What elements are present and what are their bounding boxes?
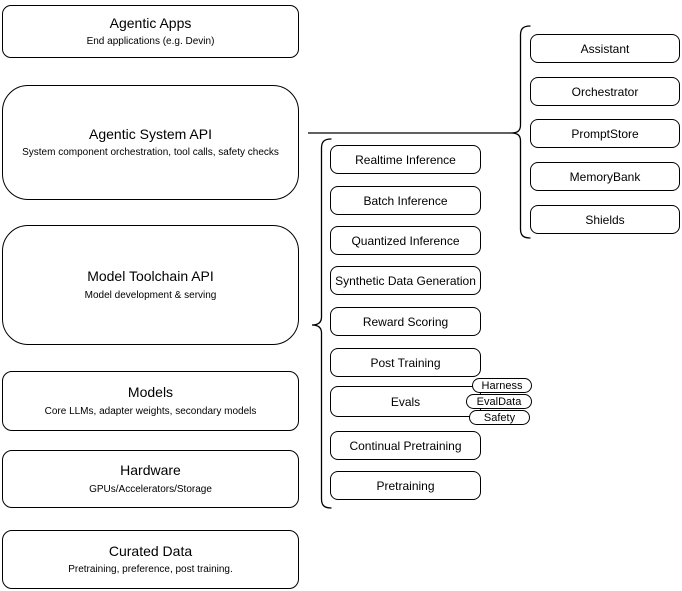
component-box-label: MemoryBank [569, 169, 641, 184]
box-subtitle: Pretraining, preference, post training. [68, 564, 233, 576]
eval-tag-evaldata: EvalData [466, 394, 532, 409]
box-models: Models Core LLMs, adapter weights, secon… [2, 371, 299, 431]
box-title: Agentic Apps [109, 14, 192, 31]
box-subtitle: Model development & serving [84, 289, 217, 301]
box-hardware: Hardware GPUs/Accelerators/Storage [2, 450, 299, 508]
box-title: Hardware [120, 462, 181, 479]
toolchain-box-label: Reward Scoring [362, 314, 449, 329]
toolchain-box-pretraining: Pretraining [330, 471, 481, 500]
toolchain-box-label: Synthetic Data Generation [335, 273, 476, 288]
eval-tag-label: Safety [483, 411, 516, 424]
toolchain-box-evals: Evals [330, 386, 481, 417]
toolchain-box-post-training: Post Training [330, 348, 481, 377]
component-box-label: Orchestrator [571, 84, 639, 99]
eval-tag-label: EvalData [476, 395, 522, 408]
toolchain-brace [311, 138, 332, 509]
toolchain-box-quantized-inference: Quantized Inference [330, 226, 481, 255]
component-box-shields: Shields [530, 205, 680, 234]
box-title: Curated Data [108, 542, 193, 559]
toolchain-box-label: Evals [390, 394, 421, 409]
toolchain-box-continual-pretraining: Continual Pretraining [330, 431, 481, 460]
component-box-promptstore: PromptStore [530, 119, 680, 148]
eval-tag-label: Harness [481, 379, 523, 392]
eval-tag-safety: Safety [469, 410, 530, 425]
box-curated-data: Curated Data Pretraining, preference, po… [2, 530, 299, 589]
box-agentic-apps: Agentic Apps End applications (e.g. Devi… [2, 5, 299, 58]
component-box-memorybank: MemoryBank [530, 162, 680, 191]
toolchain-box-reward-scoring: Reward Scoring [330, 307, 481, 336]
toolchain-box-label: Quantized Inference [351, 233, 460, 248]
toolchain-box-label: Pretraining [376, 478, 435, 493]
component-box-label: Shields [585, 212, 625, 227]
box-subtitle: GPUs/Accelerators/Storage [89, 483, 212, 495]
box-title: Model Toolchain API [87, 268, 214, 285]
toolchain-box-synthetic-data-generation: Synthetic Data Generation [330, 266, 481, 295]
component-box-orchestrator: Orchestrator [530, 77, 680, 106]
box-title: Agentic System API [89, 125, 212, 142]
toolchain-box-label: Continual Pretraining [349, 438, 462, 453]
box-title: Models [127, 384, 174, 401]
toolchain-box-label: Realtime Inference [355, 152, 456, 167]
box-subtitle: System component orchestration, tool cal… [22, 147, 279, 159]
toolchain-box-label: Post Training [370, 355, 441, 370]
toolchain-box-batch-inference: Batch Inference [330, 186, 481, 215]
component-box-label: Assistant [580, 41, 630, 56]
box-agentic-system-api: Agentic System API System component orch… [2, 85, 299, 200]
eval-tag-harness: Harness [472, 378, 532, 393]
component-box-label: PromptStore [571, 126, 639, 141]
toolchain-box-label: Batch Inference [363, 193, 448, 208]
box-model-toolchain-api: Model Toolchain API Model development & … [2, 225, 299, 345]
toolchain-box-realtime-inference: Realtime Inference [330, 145, 481, 174]
box-subtitle: Core LLMs, adapter weights, secondary mo… [44, 405, 257, 417]
box-subtitle: End applications (e.g. Devin) [86, 36, 215, 48]
components-brace [510, 25, 531, 239]
component-box-assistant: Assistant [530, 34, 680, 63]
